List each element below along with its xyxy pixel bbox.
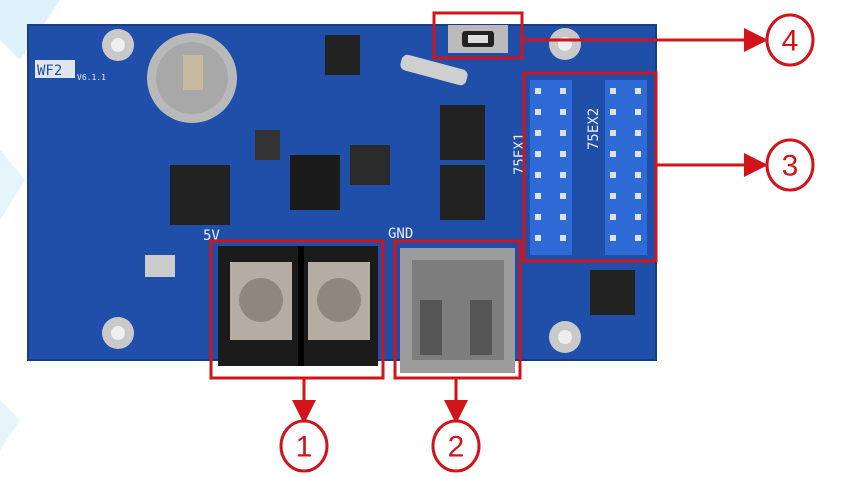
background-shape: [0, 150, 25, 220]
hub-75ex2-label: 75EX2: [586, 108, 602, 150]
driver-chip-u1: [440, 105, 485, 160]
chip-u2: [325, 35, 360, 75]
regulator-u5: [350, 145, 390, 185]
header-pin: [560, 88, 566, 94]
header-pin: [535, 235, 541, 241]
header-pin: [635, 235, 641, 241]
mcu-chip: [170, 165, 230, 225]
header-pin: [610, 151, 616, 157]
board-model-label: WF2: [37, 63, 62, 79]
header-pin: [560, 151, 566, 157]
callout-box-1: [209, 239, 385, 380]
header-pin: [560, 214, 566, 220]
header-pin: [535, 193, 541, 199]
header-pin: [560, 130, 566, 136]
header-pin: [535, 88, 541, 94]
inductor: [255, 130, 280, 160]
callout-box-4: [432, 11, 524, 60]
header-pin: [535, 214, 541, 220]
header-pin: [535, 172, 541, 178]
header-pin: [610, 172, 616, 178]
mounting-holes: [102, 28, 581, 353]
header-pin: [560, 193, 566, 199]
header-pin: [560, 109, 566, 115]
crystal: [400, 54, 468, 86]
callout-circle-4: [765, 13, 815, 67]
callout-circle-1: [279, 419, 329, 473]
background-shape: [0, 400, 20, 450]
crystal-y1: [145, 255, 175, 277]
header-pin: [635, 130, 641, 136]
header-pin: [610, 193, 616, 199]
header-pin: [610, 88, 616, 94]
callout-number-1: 1: [296, 431, 313, 464]
header-pin: [635, 88, 641, 94]
callout-number-2: 2: [448, 431, 465, 464]
header-pin: [610, 235, 616, 241]
header-pin: [635, 172, 641, 178]
header-pin: [560, 235, 566, 241]
header-pin: [635, 214, 641, 220]
callout-box-3: [522, 71, 658, 263]
flash-chip: [290, 155, 340, 210]
header-pin: [635, 109, 641, 115]
header-pin: [535, 109, 541, 115]
chip-u9: [590, 270, 635, 315]
header-pin: [635, 193, 641, 199]
header-pin: [535, 130, 541, 136]
callout-number-4: 4: [782, 25, 799, 58]
header-pin: [535, 151, 541, 157]
gnd-label: GND: [388, 226, 413, 242]
callout-circle-3: [765, 138, 815, 192]
header-pin: [560, 172, 566, 178]
callout-number-3: 3: [782, 150, 799, 183]
driver-chip-u3: [440, 165, 485, 220]
header-pin: [635, 151, 641, 157]
hub-75ex1-label: 75EX1: [512, 133, 528, 175]
callout-circle-2: [431, 419, 481, 473]
board-version-label: V6.1.1: [77, 73, 106, 82]
header-pin: [610, 130, 616, 136]
header-pin: [610, 109, 616, 115]
header-pin: [610, 214, 616, 220]
